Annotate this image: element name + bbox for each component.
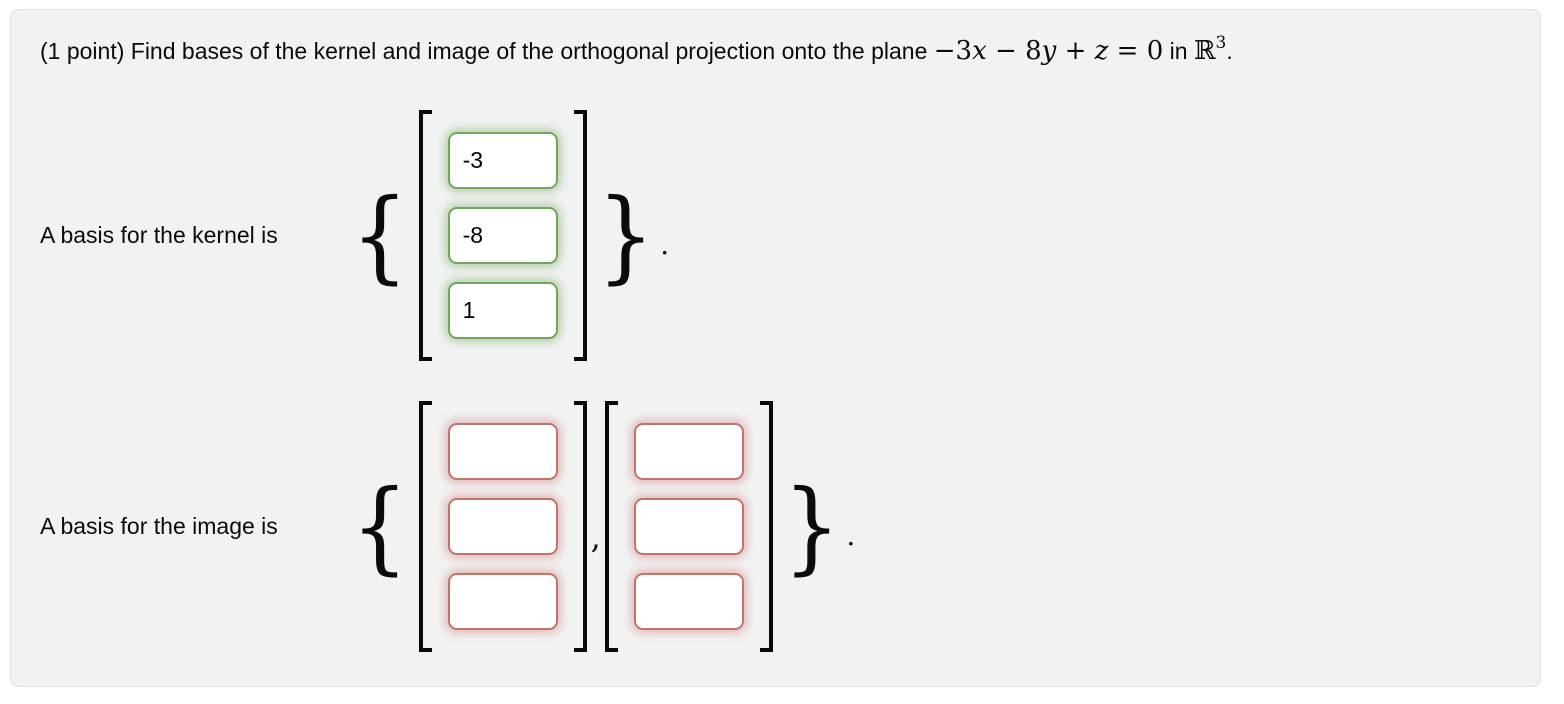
eq-rhs: 0 bbox=[1146, 36, 1164, 66]
image-period: . bbox=[846, 519, 856, 552]
set-brace-right: } bbox=[782, 467, 841, 585]
kernel-basis-row: A basis for the kernel is { } . bbox=[40, 110, 1540, 361]
matrix-bracket-right bbox=[759, 401, 773, 652]
image-vector-2 bbox=[604, 401, 773, 652]
kernel-vector-entries bbox=[432, 110, 574, 361]
sentence-period: . bbox=[1226, 38, 1233, 64]
problem-panel: (1 point) Find bases of the kernel and i… bbox=[10, 9, 1541, 687]
eq-equals: = bbox=[1108, 36, 1147, 66]
reals-symbol: ℝ3 bbox=[1193, 33, 1227, 67]
image-vector-2-entry-3-input[interactable] bbox=[633, 573, 744, 630]
kernel-label: A basis for the kernel is bbox=[40, 222, 278, 248]
kernel-entry-3-input[interactable] bbox=[447, 282, 558, 339]
image-vector-1-entry-3-input[interactable] bbox=[447, 573, 558, 630]
kernel-period: . bbox=[660, 228, 670, 261]
eq-term2-coeff: 8 bbox=[1025, 36, 1042, 66]
eq-minus-op: − bbox=[986, 36, 1026, 66]
matrix-bracket-right bbox=[573, 401, 587, 652]
kernel-vector bbox=[418, 110, 587, 361]
matrix-bracket-right bbox=[573, 110, 587, 361]
set-brace-right: } bbox=[596, 176, 655, 294]
image-vector-1-entry-1-input[interactable] bbox=[447, 423, 558, 480]
matrix-bracket-left bbox=[418, 110, 432, 361]
image-vector-1 bbox=[418, 401, 587, 652]
image-vector-2-entries bbox=[618, 401, 760, 652]
plane-equation: −3x − 8y + z = 0 bbox=[934, 36, 1163, 66]
eq-term2-var: y bbox=[1041, 36, 1057, 66]
image-vector-1-entries bbox=[432, 401, 574, 652]
prompt-text: Find bases of the kernel and image of th… bbox=[130, 38, 934, 64]
eq-term3-var: z bbox=[1094, 36, 1109, 66]
image-vector-2-entry-2-input[interactable] bbox=[633, 498, 744, 555]
matrix-bracket-left bbox=[418, 401, 432, 652]
vector-separator-comma: , bbox=[590, 517, 601, 556]
points-label: (1 point) bbox=[40, 38, 131, 64]
kernel-entry-2-input[interactable] bbox=[447, 207, 558, 264]
set-brace-left: { bbox=[351, 467, 409, 585]
matrix-bracket-left bbox=[604, 401, 618, 652]
kernel-entry-1-input[interactable] bbox=[447, 132, 558, 189]
eq-plus-op: + bbox=[1056, 36, 1095, 66]
eq-term1-var: x bbox=[972, 36, 987, 66]
reals-r: ℝ bbox=[1193, 36, 1216, 66]
image-vector-1-entry-2-input[interactable] bbox=[447, 498, 558, 555]
set-brace-left: { bbox=[351, 176, 409, 294]
image-vector-2-entry-1-input[interactable] bbox=[633, 423, 744, 480]
image-label: A basis for the image is bbox=[40, 513, 278, 539]
image-basis-row: A basis for the image is { , } . bbox=[40, 401, 1540, 652]
reals-exponent: 3 bbox=[1215, 33, 1227, 53]
eq-term1-coeff: −3 bbox=[933, 36, 973, 66]
in-word: in bbox=[1163, 38, 1194, 64]
problem-statement: (1 point) Find bases of the kernel and i… bbox=[40, 34, 1520, 68]
